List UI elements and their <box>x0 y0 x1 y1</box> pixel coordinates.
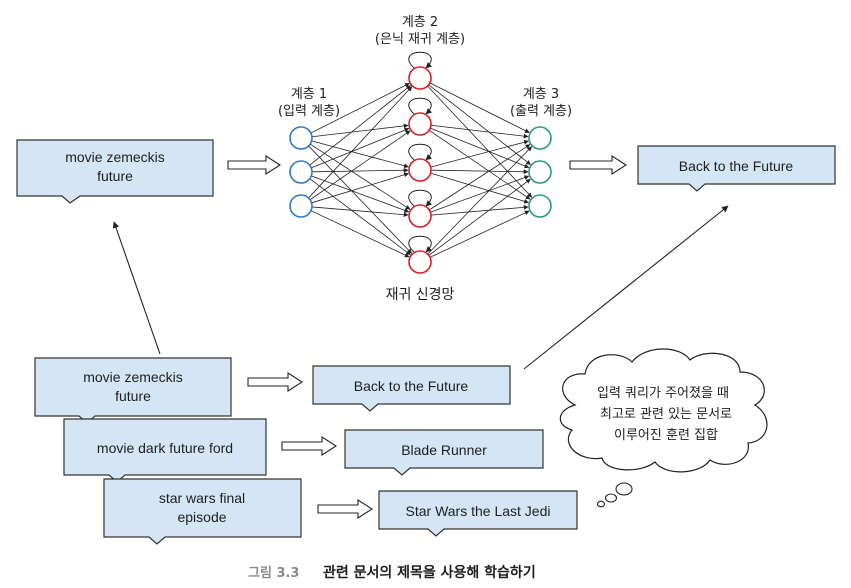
edge-input-2-hidden-5 <box>309 178 411 256</box>
top-query-line2: future <box>97 168 133 184</box>
edge-input-1-hidden-4 <box>309 143 411 210</box>
edge-hidden-2-output-2 <box>430 127 530 169</box>
edge-input-3-hidden-5 <box>310 210 410 258</box>
edge-hidden-4-output-1 <box>429 144 531 211</box>
cloud-line-1: 입력 쿼리가 주어졌을 때 <box>597 386 729 401</box>
hidden-node-2 <box>408 112 432 136</box>
caption-number: 그림 3.3 <box>248 566 299 581</box>
self-loop-hidden-5 <box>408 235 432 253</box>
training-query-3-line1: star wars final <box>159 490 245 506</box>
input-block-arrow <box>227 154 282 176</box>
top-result-text: Back to the Future <box>679 158 794 174</box>
network-connections <box>308 82 533 258</box>
edge-input-1-hidden-5 <box>308 145 413 254</box>
edge-input-2-hidden-2 <box>311 127 410 169</box>
edge-hidden-1-output-3 <box>427 85 533 198</box>
edge-hidden-3-output-1 <box>430 139 529 168</box>
input-node-3 <box>289 194 313 218</box>
training-query-1-line1: movie zemeckis <box>83 369 183 385</box>
edge-hidden-1-output-1 <box>429 82 530 133</box>
training-row-2: movie dark future ford Blade Runner <box>63 418 544 483</box>
edge-hidden-4-output-2 <box>430 175 530 213</box>
edge-input-1-hidden-2 <box>311 123 409 138</box>
training-title-1: Back to the Future <box>354 378 469 394</box>
edge-hidden-3-output-2 <box>430 169 529 175</box>
edge-hidden-5-output-3 <box>429 210 530 258</box>
layer3-title: 계층 3 <box>523 87 559 102</box>
edge-input-3-hidden-4 <box>311 206 409 218</box>
layer3-subtitle: (출력 계층) <box>510 104 572 119</box>
training-title-3: Star Wars the Last Jedi <box>406 503 551 519</box>
layer2-title: 계층 2 <box>402 15 438 30</box>
input-node-2 <box>289 160 313 184</box>
training-row-3: star wars final episode Star Wars the La… <box>103 478 578 545</box>
output-node-1 <box>528 126 552 150</box>
training-to-query-arrow <box>112 221 161 355</box>
training-arrow-2 <box>281 435 338 457</box>
edge-input-2-hidden-1 <box>309 85 411 166</box>
edge-input-1-hidden-1 <box>310 83 410 134</box>
top-result-callout: Back to the Future <box>637 145 836 192</box>
top-query-line1: movie zemeckis <box>65 149 165 165</box>
layer1-title: 계층 1 <box>291 87 327 102</box>
edge-input-3-hidden-3 <box>311 172 409 204</box>
layer1-subtitle: (입력 계층) <box>278 104 340 119</box>
cloud-line-3: 이루어진 훈련 집합 <box>614 428 718 443</box>
self-loop-hidden-4 <box>408 189 432 207</box>
cloud-line-2: 최고로 관련 있는 문서로 <box>600 407 732 422</box>
hidden-node-1 <box>408 66 432 90</box>
self-loop-hidden-1 <box>408 51 432 69</box>
edge-input-2-hidden-4 <box>311 175 410 213</box>
training-query-1-line2: future <box>115 388 151 404</box>
edge-input-3-hidden-1 <box>308 86 413 199</box>
network-label: 재귀 신경망 <box>386 287 455 303</box>
training-query-3-line2: episode <box>177 509 226 525</box>
training-row-1: movie zemeckis future Back to the Future <box>34 357 511 424</box>
edge-hidden-1-output-2 <box>428 84 531 165</box>
edge-input-1-hidden-3 <box>311 140 409 169</box>
output-block-arrow <box>569 154 628 176</box>
edge-hidden-5-output-2 <box>428 178 531 256</box>
self-loop-hidden-3 <box>408 143 432 161</box>
input-node-1 <box>289 126 313 150</box>
self-loop-hidden-2 <box>408 97 432 115</box>
edge-input-3-hidden-2 <box>309 130 411 201</box>
training-arrow-3 <box>317 498 374 520</box>
hidden-node-5 <box>408 250 432 274</box>
hidden-node-4 <box>408 204 432 228</box>
caption-text: 관련 문서의 제목을 사용해 학습하기 <box>323 564 536 581</box>
training-arrow-1 <box>247 371 304 393</box>
layer2-subtitle: (은닉 재귀 계층) <box>375 32 465 47</box>
training-query-2-line1: movie dark future ford <box>97 440 233 456</box>
thought-cloud: 입력 쿼리가 주어졌을 때 최고로 관련 있는 문서로 이루어진 훈련 집합 <box>559 348 768 508</box>
edge-hidden-2-output-3 <box>428 129 531 200</box>
training-title-2: Blade Runner <box>401 442 487 458</box>
network-nodes <box>289 66 552 274</box>
edge-hidden-2-output-1 <box>430 124 529 139</box>
recurrent-loops <box>408 51 432 253</box>
edge-hidden-4-output-3 <box>430 204 529 216</box>
edge-input-2-hidden-3 <box>311 167 409 173</box>
top-query-callout: movie zemeckis future <box>16 139 214 204</box>
output-node-3 <box>528 194 552 218</box>
training-to-result-arrow <box>523 205 729 370</box>
output-node-2 <box>528 160 552 184</box>
hidden-node-3 <box>408 158 432 182</box>
edge-hidden-5-output-1 <box>427 146 532 255</box>
edge-hidden-3-output-3 <box>430 172 529 204</box>
